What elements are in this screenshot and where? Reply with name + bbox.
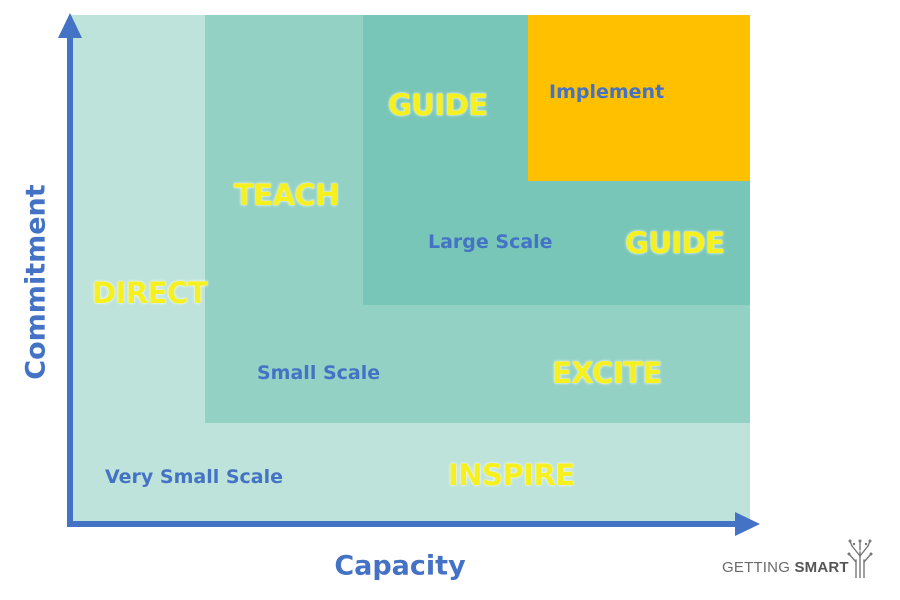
implement-zone [528,15,750,181]
stage-inspire: INSPIRE [448,458,575,492]
stage-excite: EXCITE [552,356,662,390]
stage-direct: DIRECT [92,276,208,310]
implement-label: Implement [549,81,665,103]
getting-smart-logo: GETTING SMART [722,538,882,580]
stage-teach: TEACH [234,178,340,212]
logo-text: GETTING SMART [722,559,849,576]
y-axis-label: Commitment [20,184,52,380]
scale-small: Small Scale [257,362,381,384]
scale-very-small: Very Small Scale [105,466,284,488]
scale-large: Large Scale [428,231,553,253]
tree-icon [847,539,873,578]
stage-guide-right: GUIDE [625,226,725,260]
x-axis-label: Capacity [334,550,466,582]
y-axis-arrow-icon [58,13,82,38]
stage-guide-top: GUIDE [388,88,488,122]
x-axis-arrow-icon [735,512,760,536]
